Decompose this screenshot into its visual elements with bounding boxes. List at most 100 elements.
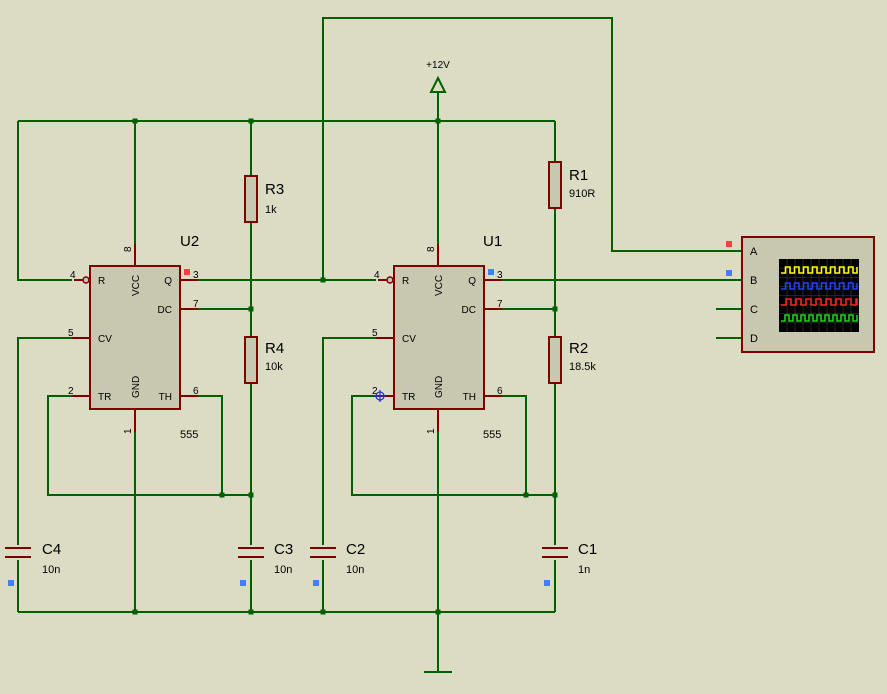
u1-pin-num-6: 6: [497, 386, 503, 397]
c3-value: 10n: [274, 564, 292, 576]
u2-pin-r: R: [98, 276, 105, 287]
r4-value: 10k: [265, 361, 283, 373]
junction-dot: [435, 118, 441, 124]
u1-pin-gnd: GND: [434, 376, 445, 398]
u2-pin-tr: TR: [98, 392, 111, 403]
probe-marker-icon: [726, 241, 732, 247]
u1-tr-wire[interactable]: [351, 395, 555, 496]
capacitor-icon: [238, 547, 264, 558]
u1-pin-r: R: [402, 276, 409, 287]
u1-pin-tr: TR: [402, 392, 415, 403]
capacitor-c3[interactable]: C3 10n: [238, 541, 293, 586]
scope-channel-c: C: [750, 304, 758, 316]
probe-marker-icon: [184, 269, 190, 275]
u2-tr-wire[interactable]: [47, 395, 251, 496]
resistor-r2[interactable]: R2 18.5k: [548, 336, 596, 384]
u2-pin-vcc: VCC: [131, 275, 142, 296]
junction-dot: [248, 306, 254, 312]
oscilloscope[interactable]: A B C D: [726, 236, 875, 353]
u2-pin-cv: CV: [98, 334, 112, 345]
chip-u2[interactable]: R CV TR Q DC TH VCC GND 4 5 2 3 7 6 8 1 …: [68, 233, 199, 441]
c2-ref: C2: [346, 541, 365, 558]
u2-pin-num-3: 3: [193, 270, 199, 281]
u2-pin-dc: DC: [158, 305, 172, 316]
resistor-icon: [244, 336, 258, 384]
capacitor-c4[interactable]: C4 10n: [5, 541, 61, 586]
resistor-icon: [548, 161, 562, 209]
supply-label: +12V: [426, 60, 450, 71]
u1-pin-num-3: 3: [497, 270, 503, 281]
junction-dot: [248, 492, 254, 498]
resistor-r3[interactable]: R3 1k: [244, 175, 284, 223]
junction-dot: [132, 118, 138, 124]
probe-marker-icon: [313, 580, 319, 586]
u1-th-wire[interactable]: [484, 395, 527, 495]
capacitor-icon: [5, 547, 31, 558]
junction-dot: [132, 609, 138, 615]
capacitor-c2[interactable]: C2 10n: [310, 541, 365, 586]
c4-ref: C4: [42, 541, 61, 558]
capacitor-icon: [542, 547, 568, 558]
u1-pin-dc: DC: [462, 305, 476, 316]
junction-dot: [248, 609, 254, 615]
u1-pin-th: TH: [463, 392, 476, 403]
supply-terminal[interactable]: +12V: [426, 60, 450, 93]
reset-inversion-icon: [386, 276, 394, 284]
r2-value: 18.5k: [569, 361, 596, 373]
c1-ref: C1: [578, 541, 597, 558]
c3-ref: C3: [274, 541, 293, 558]
u1-pin-vcc: VCC: [434, 275, 445, 296]
r1-value: 910R: [569, 188, 595, 200]
scope-channel-b: B: [750, 275, 757, 287]
junction-dot: [320, 277, 326, 283]
u2-pin-num-4: 4: [70, 270, 76, 281]
u2-cv-wire[interactable]: [17, 337, 72, 545]
junction-dot: [219, 492, 225, 498]
probe-marker-icon: [8, 580, 14, 586]
r4-ref: R4: [265, 340, 284, 357]
r1-ref: R1: [569, 167, 588, 184]
resistor-icon: [244, 175, 258, 223]
u1-pin-num-4: 4: [374, 270, 380, 281]
u2-pin-num-7: 7: [193, 299, 199, 310]
junctions: [132, 118, 558, 615]
scope-traces: [781, 266, 858, 322]
probe-marker-icon: [240, 580, 246, 586]
probe-marker-icon: [488, 269, 494, 275]
chip-u1[interactable]: R CV TR Q DC TH VCC GND 4 5 2 3 7 6 8 1 …: [372, 233, 503, 441]
u1-pin-num-8: 8: [426, 246, 437, 252]
capacitor-c1[interactable]: C1 1n: [542, 541, 597, 586]
c4-value: 10n: [42, 564, 60, 576]
r2-ref: R2: [569, 340, 588, 357]
chip-u1-body: [393, 265, 485, 410]
scope-trace: [781, 314, 858, 322]
junction-dot: [435, 609, 441, 615]
u1-pin-num-1: 1: [426, 428, 437, 434]
u2-th-wire[interactable]: [180, 395, 223, 495]
u1-ref-label: U1: [483, 233, 502, 250]
u2-pin-th: TH: [159, 392, 172, 403]
u2-reset-wire[interactable]: [17, 121, 72, 281]
resistor-r1[interactable]: R1 910R: [548, 161, 595, 209]
scope-channel-d: D: [750, 333, 758, 345]
u1-pin-num-5: 5: [372, 328, 378, 339]
junction-dot: [320, 609, 326, 615]
r3-value: 1k: [265, 204, 277, 216]
resistor-r4[interactable]: R4 10k: [244, 336, 284, 384]
u1-pin-num-7: 7: [497, 299, 503, 310]
u2-pin-q: Q: [164, 276, 172, 287]
c1-value: 1n: [578, 564, 590, 576]
resistor-icon: [548, 336, 562, 384]
chip-u2-body: [89, 265, 181, 410]
scope-a-wire[interactable]: [322, 17, 742, 280]
reset-inversion-icon: [82, 276, 90, 284]
u1-cv-wire[interactable]: [322, 337, 376, 545]
u2-pin-num-5: 5: [68, 328, 74, 339]
u1-pin-q: Q: [468, 276, 476, 287]
junction-dot: [248, 118, 254, 124]
junction-dot: [552, 492, 558, 498]
scope-channel-a: A: [750, 246, 758, 258]
u2-pin-num-1: 1: [123, 428, 134, 434]
u2-pin-num-2: 2: [68, 386, 74, 397]
